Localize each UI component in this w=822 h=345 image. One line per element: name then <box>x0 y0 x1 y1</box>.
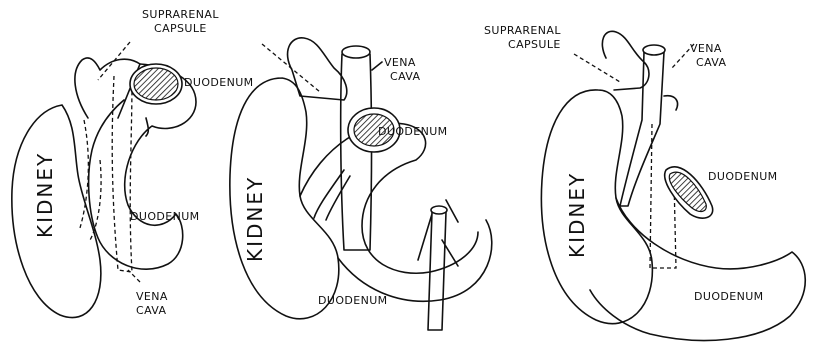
fig2-vena-leader <box>372 62 382 70</box>
fig3-vena-branch <box>664 96 678 110</box>
fig3-vena-top <box>643 45 665 55</box>
fig1-branch <box>146 118 148 136</box>
fig3-dashed-vessel <box>650 124 676 268</box>
fig3-suprarenal-capsule <box>602 31 649 90</box>
fig1-vena-leader <box>128 270 140 282</box>
fig1-suprarenal-label-2: CAPSULE <box>154 22 207 35</box>
fig3-vena-label-1: VENA <box>690 42 722 55</box>
fig2-kidney-label: KIDNEY <box>243 176 267 262</box>
fig1-vena-cava <box>112 76 132 272</box>
fig1-suprarenal-leader <box>98 42 130 80</box>
fig1-duodenum-section-hatch <box>134 68 178 100</box>
fig1-duodenum-section-label: DUODENUM <box>184 76 254 89</box>
fig1-vena-label-1: VENA <box>136 290 168 303</box>
fig1-duodenum-label: DUODENUM <box>130 210 200 223</box>
fig2-vena-branches <box>314 170 350 220</box>
figure-1: KIDNEY SUPRARENAL CAPSULE DUODENUM DUODE… <box>12 8 254 318</box>
fig3-vena-cava <box>620 52 664 206</box>
fig2-lower-vessel-top <box>431 206 447 214</box>
fig1-vena-label-2: CAVA <box>136 304 167 317</box>
fig2-vena-top <box>342 46 370 58</box>
fig2-vena-label-1: VENA <box>384 56 416 69</box>
fig2-vena-label-2: CAVA <box>390 70 421 83</box>
fig3-kidney-label: KIDNEY <box>565 172 589 258</box>
fig3-vena-label-2: CAVA <box>696 56 727 69</box>
fig3-suprarenal-label-2: CAPSULE <box>508 38 561 51</box>
fig3-duodenum-section-label: DUODENUM <box>708 170 778 183</box>
fig1-suprarenal-label-1: SUPRARENAL <box>142 8 219 21</box>
figure-3: KIDNEY SUPRARENAL CAPSULE VENA CAVA DUOD… <box>484 24 805 340</box>
fig3-duodenum-loop <box>590 198 805 340</box>
fig3-suprarenal-label-1: SUPRARENAL <box>484 24 561 37</box>
fig3-suprarenal-leader <box>574 54 620 82</box>
fig2-suprarenal-capsule <box>288 38 347 100</box>
fig2-suprarenal-leader <box>262 44 320 92</box>
fig1-kidney-label: KIDNEY <box>33 152 57 238</box>
fig3-duodenum-label: DUODENUM <box>694 290 764 303</box>
fig2-duodenum-label: DUODENUM <box>318 294 388 307</box>
figure-2: KIDNEY VENA CAVA DUODENUM DUODENUM <box>230 38 492 330</box>
fig3-kidney <box>541 90 652 324</box>
fig2-duodenum-section-label: DUODENUM <box>378 125 448 138</box>
